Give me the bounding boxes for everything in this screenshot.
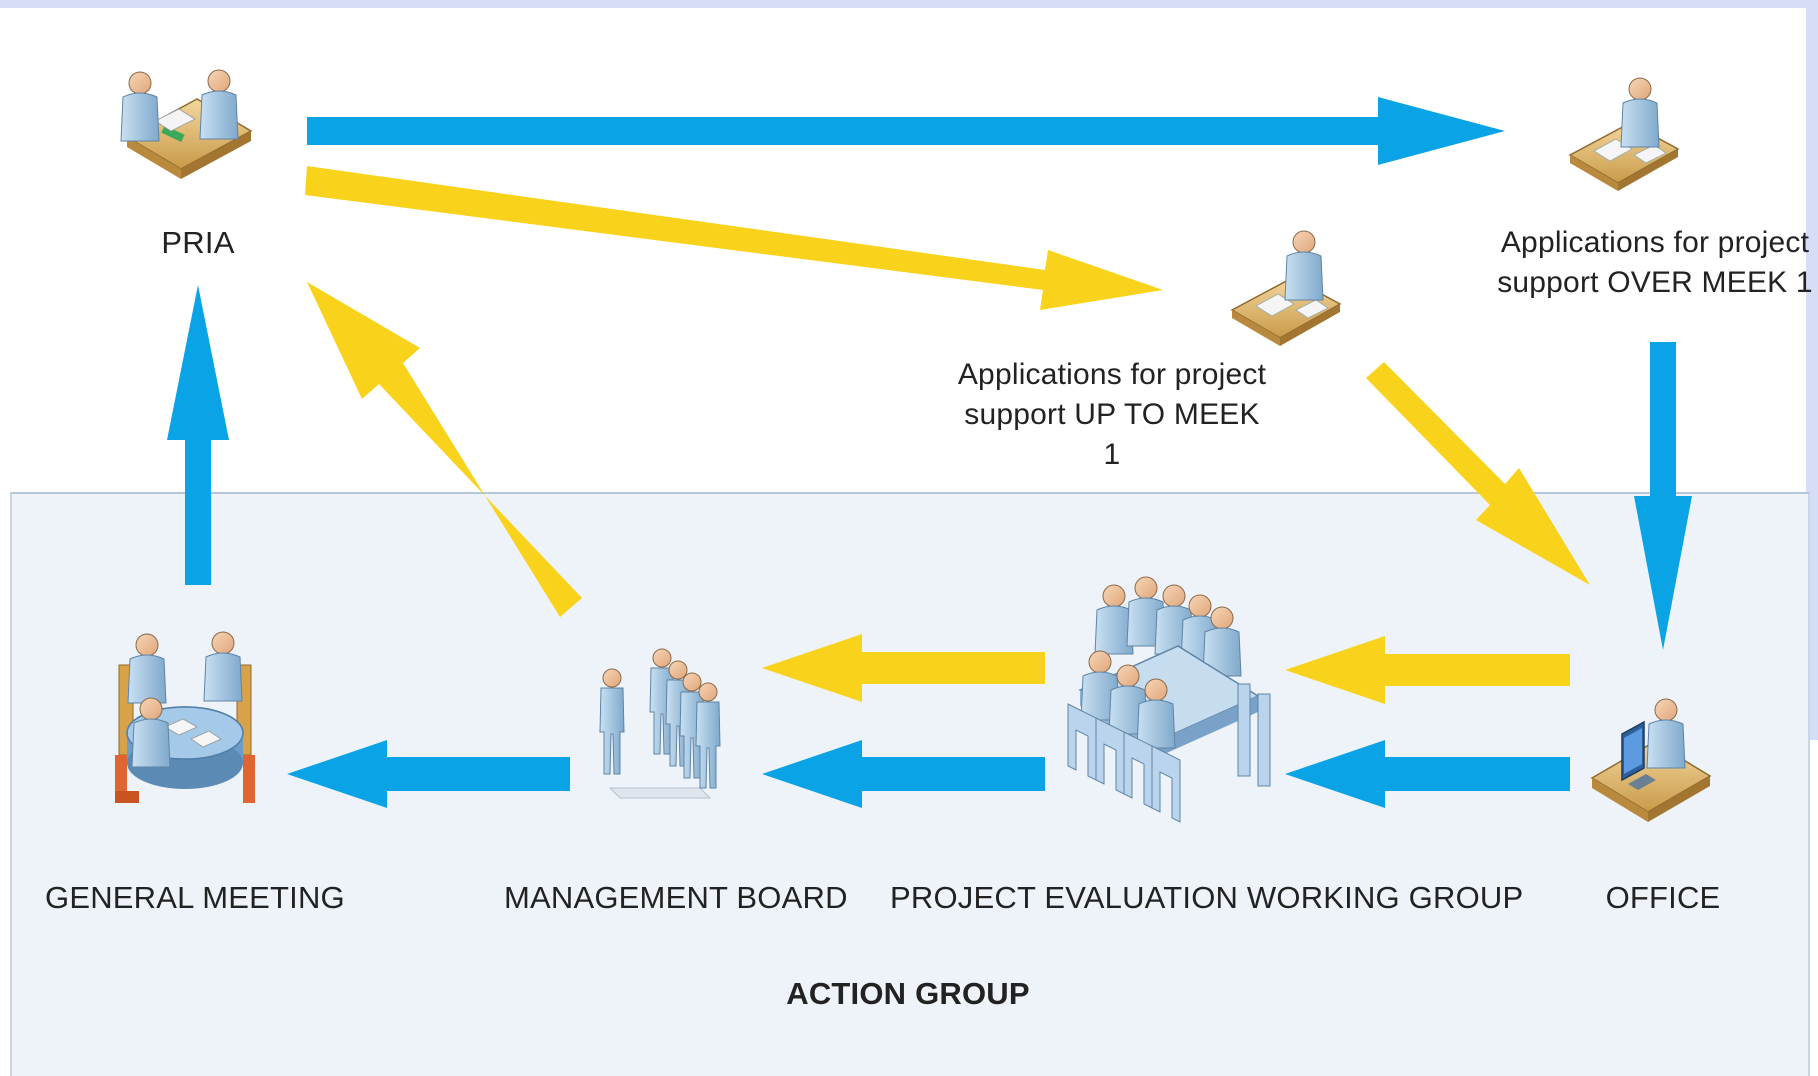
person-at-computer-icon bbox=[1590, 698, 1712, 822]
person-at-desk-icon-up-to-meek bbox=[1230, 230, 1342, 346]
general-meeting-label: GENERAL MEETING bbox=[45, 880, 345, 915]
arrow-management-board-to-pria bbox=[307, 282, 582, 617]
over-meek-label: Applications for project support OVER ME… bbox=[1497, 226, 1813, 299]
top-blue-strip bbox=[0, 0, 1818, 8]
two-people-at-desk-icon bbox=[120, 69, 253, 179]
standing-group-icon bbox=[599, 648, 721, 799]
arrow-office-to-evaluation-yellow bbox=[1285, 636, 1570, 704]
conference-group-icon bbox=[1067, 576, 1271, 823]
arrow-pria-to-up-to-meek bbox=[305, 166, 1163, 310]
evaluation-group-label: PROJECT EVALUATION WORKING GROUP bbox=[890, 880, 1524, 915]
arrow-general-meeting-to-pria bbox=[167, 285, 229, 585]
up-to-meek-label: Applications for project support UP TO M… bbox=[957, 358, 1267, 471]
arrow-office-to-evaluation-blue bbox=[1285, 740, 1570, 808]
arrow-evaluation-to-management-blue bbox=[762, 740, 1045, 808]
management-board-label: MANAGEMENT BOARD bbox=[504, 880, 848, 915]
person-at-desk-icon-over-meek bbox=[1568, 77, 1680, 191]
action-group-label: ACTION GROUP bbox=[786, 976, 1030, 1011]
pria-label: PRIA bbox=[161, 225, 235, 260]
arrow-over-meek-to-office bbox=[1634, 342, 1692, 650]
arrow-up-to-meek-to-office bbox=[1366, 362, 1590, 585]
office-label: OFFICE bbox=[1605, 880, 1721, 915]
arrow-evaluation-to-management-yellow bbox=[762, 634, 1045, 702]
meeting-table-icon bbox=[115, 631, 255, 803]
arrow-management-to-general-meeting bbox=[287, 740, 570, 808]
arrow-pria-to-over-meek bbox=[307, 97, 1505, 165]
